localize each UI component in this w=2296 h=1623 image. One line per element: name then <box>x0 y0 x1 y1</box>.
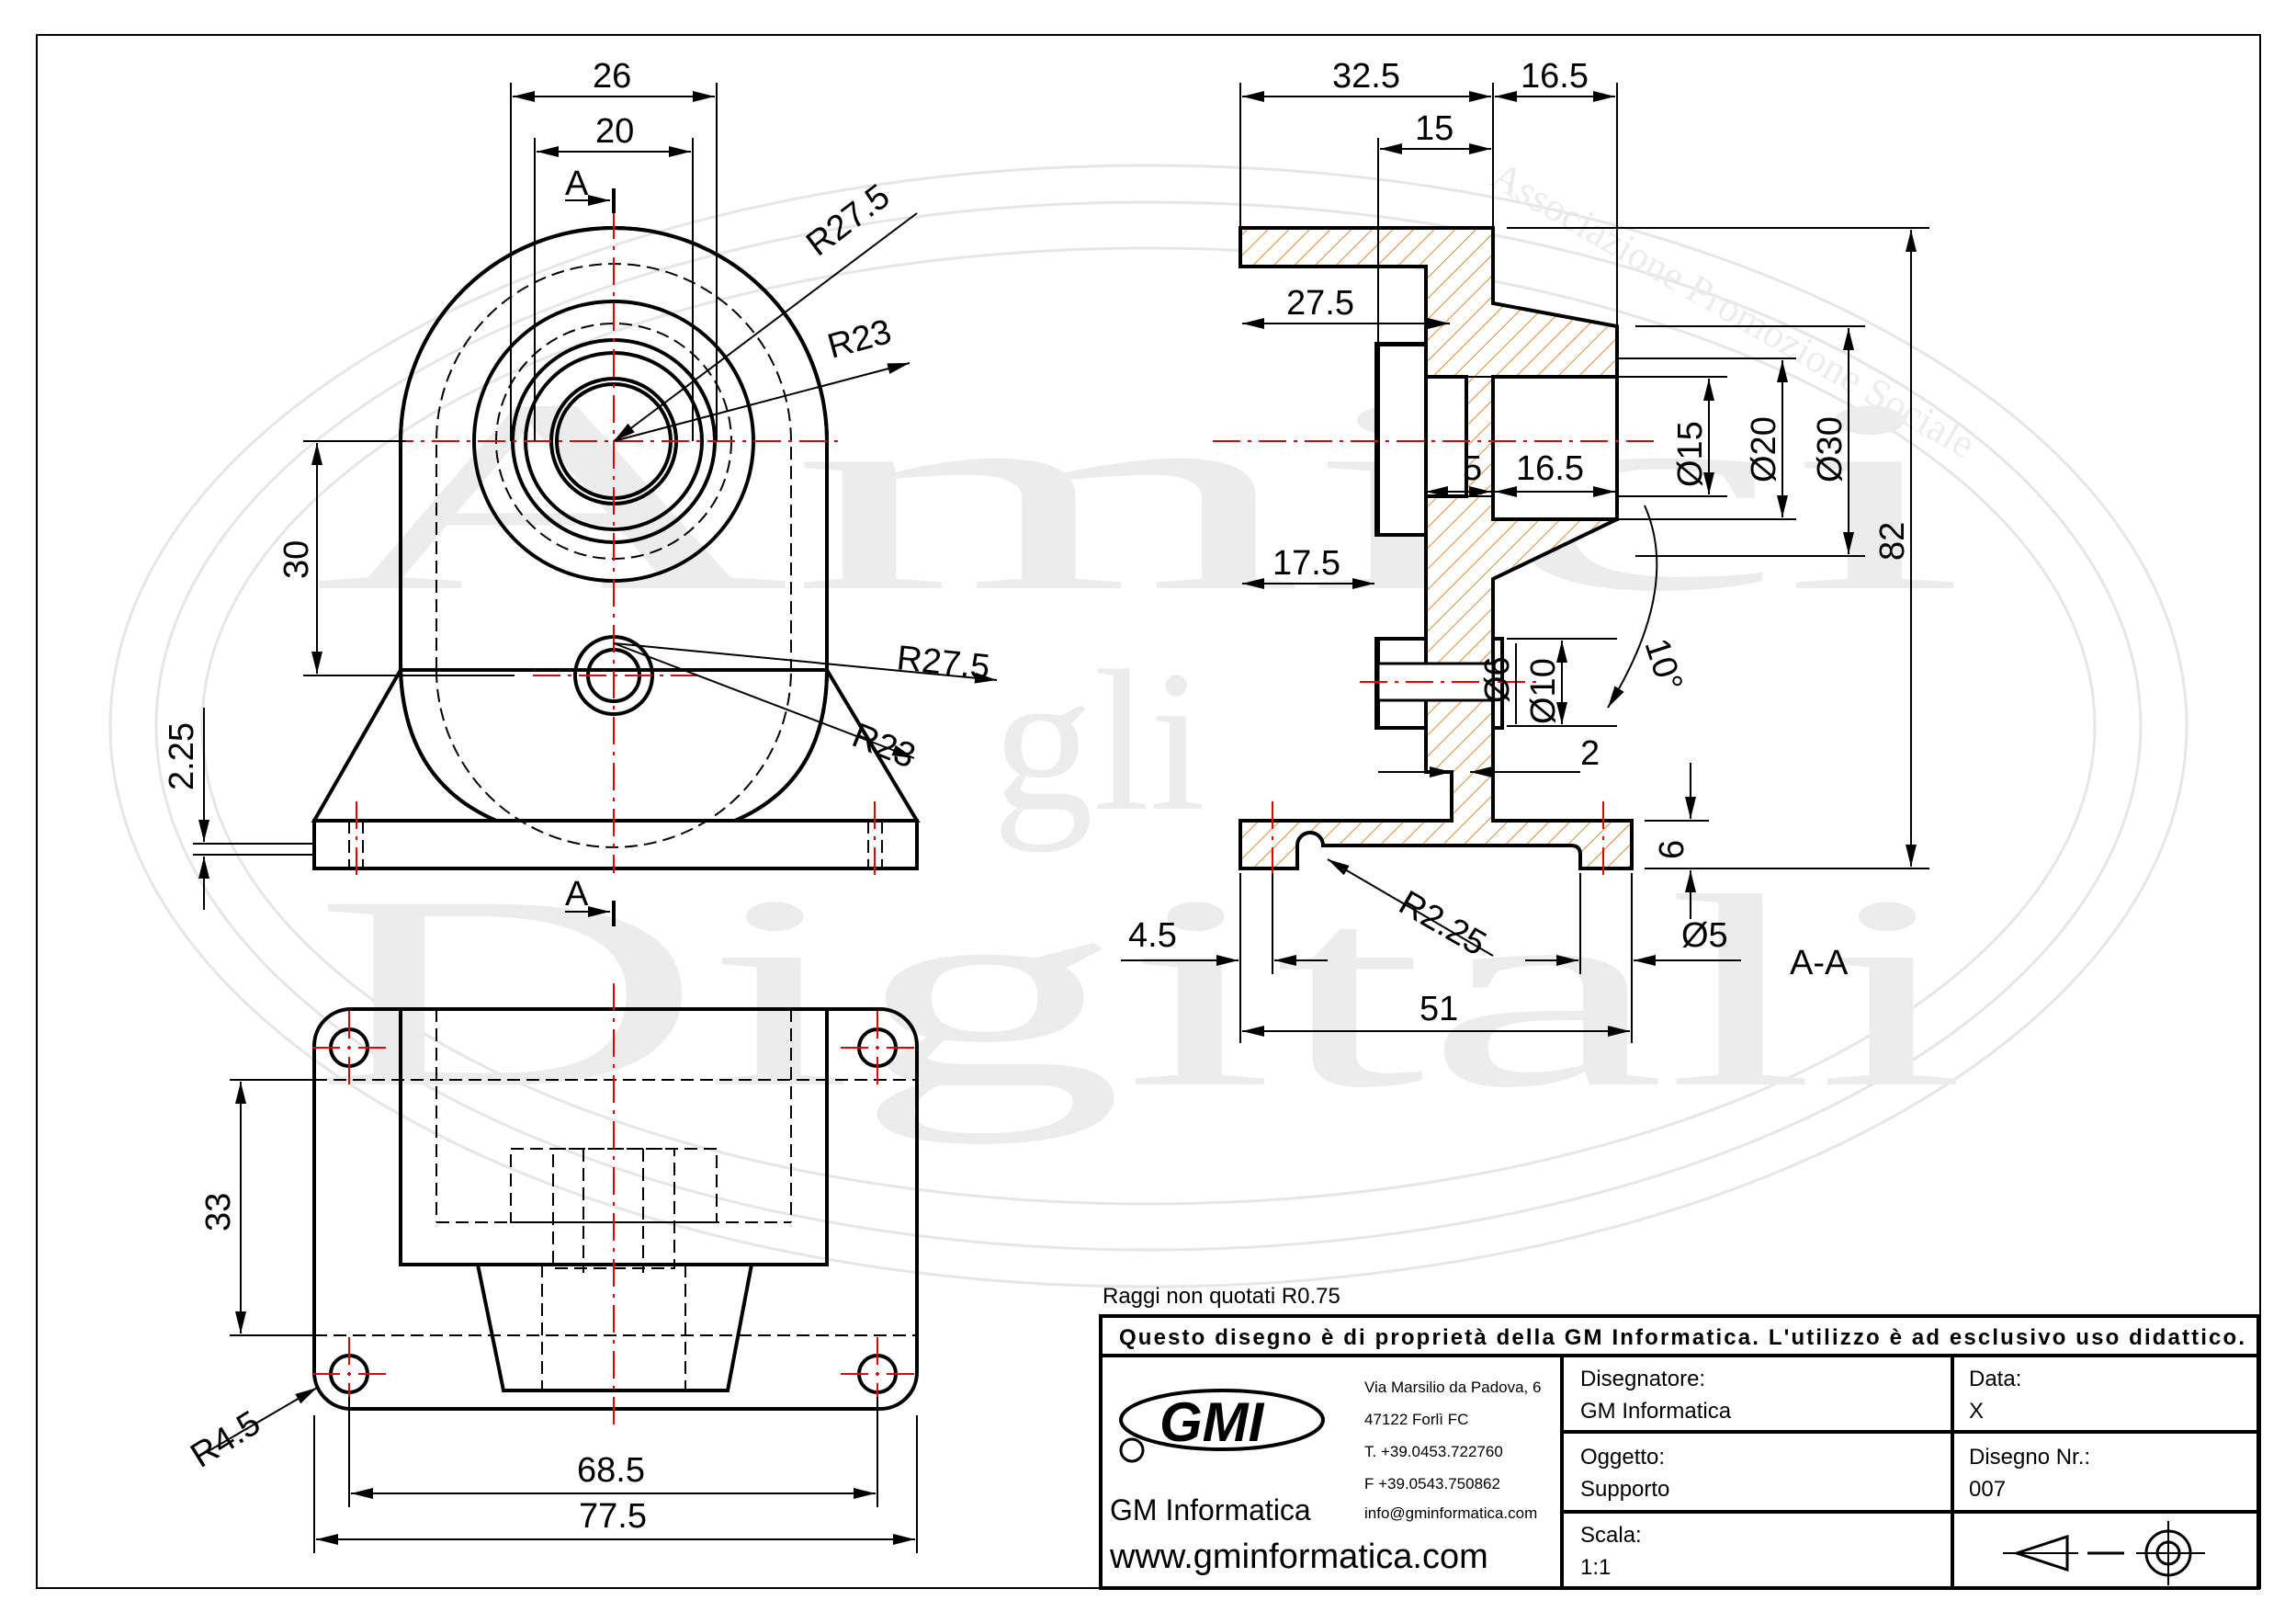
dim-26: 26 <box>593 57 631 96</box>
drawing-number-label: Disegno Nr.: <box>1969 1445 2090 1470</box>
dim-15: 15 <box>1415 109 1453 148</box>
dim-325: 32.5 <box>1332 57 1400 96</box>
company-logo: GMI <box>1119 1389 1325 1463</box>
dim-30: 30 <box>277 540 316 579</box>
drawing-number-value: 007 <box>1969 1477 2006 1502</box>
dim-275: 27.5 <box>1286 284 1354 323</box>
section-view: 32.5 16.5 15 27.5 17.5 5 16.5 Ø15 Ø20 Ø3… <box>1121 57 1929 1043</box>
object-label: Oggetto: <box>1580 1445 1665 1470</box>
section-label: A-A <box>1790 944 1849 982</box>
dim-51: 51 <box>1419 990 1458 1028</box>
dim-phi30: Ø30 <box>1811 416 1849 482</box>
dim-20: 20 <box>595 112 634 151</box>
company-website[interactable]: www.gminformatica.com <box>1109 1538 1488 1576</box>
dim-175: 17.5 <box>1272 544 1340 583</box>
dim-225: 2.25 <box>163 722 201 790</box>
dim-r45: R4.5 <box>185 1403 267 1475</box>
date-value: X <box>1969 1399 1984 1424</box>
logo-lettering: GMI <box>1159 1391 1265 1453</box>
dim-685: 68.5 <box>577 1451 645 1490</box>
dim-2: 2 <box>1580 734 1600 773</box>
top-view: 33 R4.5 68.5 77.5 <box>185 983 919 1553</box>
dim-phi6: Ø6 <box>1478 656 1517 703</box>
dim-6: 6 <box>1653 840 1691 859</box>
watermark-word-mid: gli <box>992 629 1205 853</box>
note-radii: Raggi non quotati R0.75 <box>1103 1284 1340 1309</box>
dim-phi20: Ø20 <box>1745 416 1783 482</box>
scale-value: 1:1 <box>1580 1555 1611 1580</box>
watermark: Associazione Promozione Sociale Amici gl… <box>108 153 2189 1288</box>
fax: F +39.0543.750862 <box>1364 1475 1500 1492</box>
address-line-1: Via Marsilio da Padova, 6 <box>1364 1379 1541 1396</box>
projection-symbol-icon <box>2003 1521 2205 1585</box>
dim-phi5: Ø5 <box>1681 916 1728 955</box>
dim-45: 4.5 <box>1128 916 1177 955</box>
dim-5: 5 <box>1463 449 1482 488</box>
designer-value: GM Informatica <box>1580 1399 1732 1424</box>
dim-33: 33 <box>199 1193 238 1231</box>
ownership-note: Questo disegno è di proprietà della GM I… <box>1119 1325 2245 1350</box>
phone: T. +39.0453.722760 <box>1364 1443 1503 1460</box>
company-name: GM Informatica <box>1110 1493 1311 1527</box>
title-block: Questo disegno è di proprietà della GM I… <box>1099 1314 2260 1590</box>
dim-82: 82 <box>1873 522 1912 561</box>
watermark-word-bottom: Digitali <box>312 839 1966 1145</box>
dim-phi10: Ø10 <box>1524 658 1563 724</box>
dim-165-mid: 16.5 <box>1516 449 1584 488</box>
designer-label: Disegnatore: <box>1580 1367 1705 1391</box>
section-mark-top: A <box>565 165 589 203</box>
section-mark-bottom: A <box>565 875 589 914</box>
object-value: Supporto <box>1580 1477 1669 1502</box>
front-view: A A 26 20 R27.5 R23 30 R27.5 R23 2.25 <box>163 57 998 926</box>
scale-label: Scala: <box>1580 1523 1642 1548</box>
email[interactable]: info@gminformatica.com <box>1364 1504 1537 1522</box>
date-label: Data: <box>1969 1367 2021 1391</box>
dim-phi15: Ø15 <box>1671 421 1710 487</box>
address-line-2: 47122 Forlì FC <box>1364 1411 1468 1428</box>
dim-775: 77.5 <box>579 1497 647 1536</box>
dim-165-top: 16.5 <box>1521 57 1589 96</box>
